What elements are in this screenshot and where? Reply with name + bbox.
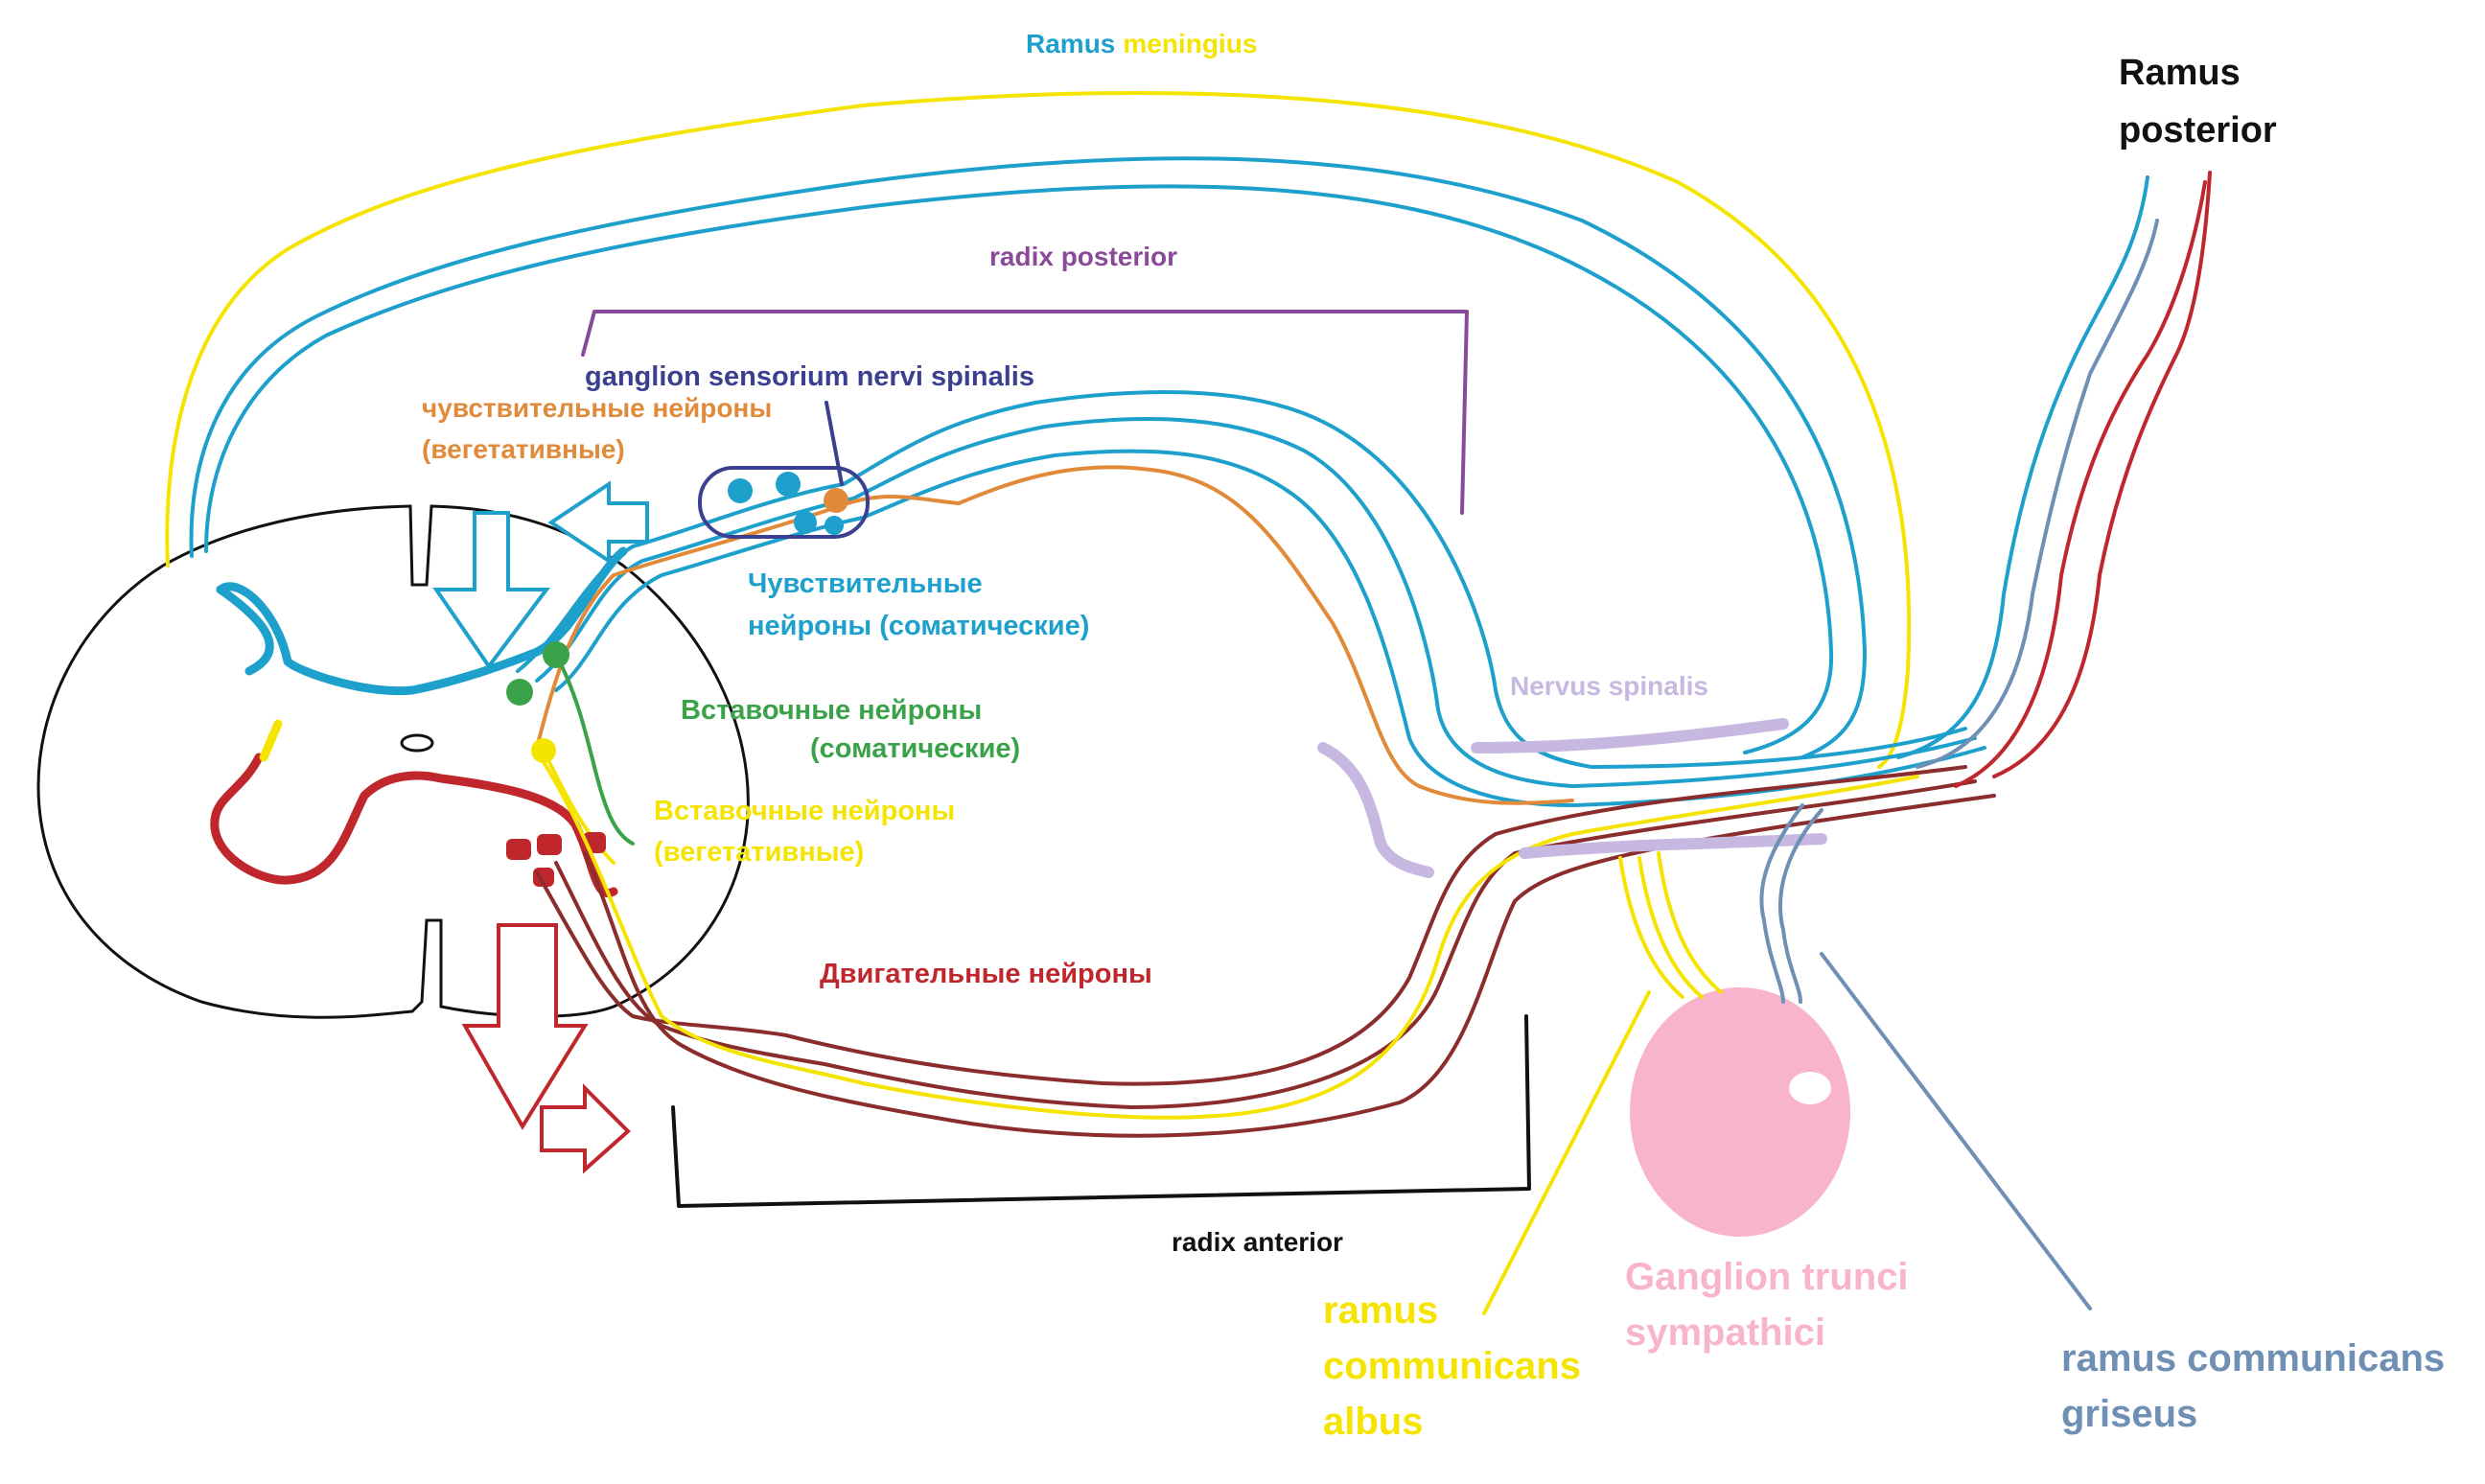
ramus-meningius-fibers [165,91,1912,769]
som-sensory-label-2: нейроны (соматические) [748,611,1089,641]
dorsal-blue-2 [535,417,1977,788]
motor-neuron-2 [537,834,562,855]
radix-posterior-bracket [581,310,1469,515]
lateral-horn-yellow [259,719,283,762]
sensory-neuron-3 [794,511,817,534]
ganglion-sensorium [698,401,870,539]
rcg-fiber-2 [1778,808,1823,1004]
rca-label-2: communicans [1323,1345,1581,1387]
sensory-neuron-2 [776,472,801,497]
direction-arrows [432,480,649,1174]
rcg-pointer [1820,952,2092,1310]
dorsal-root-fibers [516,389,1986,807]
ganglion-trunci-label-1: Ganglion trunci [1625,1256,1909,1298]
ramus-post-greyblue [1916,219,2159,769]
ganglion-highlight [1789,1072,1831,1104]
rca-fiber-2 [1637,856,1704,999]
ganglion-sensorium-label: ganglion sensorium nervi spinalis [585,361,1034,392]
arrow-left-icon [547,480,649,565]
posterior-horn-outline-left [216,585,274,676]
veg-inter-label-2: (вегетативные) [654,837,864,868]
sensory-neuron-1 [728,478,753,503]
ventral-red-3 [583,794,1996,1138]
rca-pointer [1482,990,1651,1315]
ramus-posterior-fibers [1896,171,2212,788]
sensory-neuron-4 [824,516,844,535]
posterior-horn-outline [216,546,628,696]
sensory-neuron-orange [824,488,848,513]
ventral-red-2 [554,779,1977,1109]
ramus-posterior-label-1: Ramus [2119,53,2241,93]
som-inter-label-1: Вставочные нейроны [681,695,982,726]
rcg-label-2: griseus [2061,1393,2197,1435]
radix-anterior-bracket [671,1014,1531,1208]
som-sensory-label-1: Чувствительные [748,568,983,599]
dorsal-orange [535,465,1574,805]
spinal-cord [36,504,750,1019]
ganglion-pointer [824,401,844,486]
anterior-horn-outline [210,753,618,897]
meningius-yellow [165,91,1912,769]
arrow-right-red-icon [540,1083,631,1174]
ventral-root-fibers [535,760,1996,1138]
veg-sensory-label-1: чувствительные нейроны [422,393,772,423]
green-fibers [554,653,635,846]
veg-inter-label-1: Вставочные нейроны [654,796,955,826]
meningius-blue-1 [189,156,1867,759]
arrow-down-red-icon [461,923,589,1130]
rca-label-3: albus [1323,1401,1423,1443]
motor-neurons-label: Двигательные нейроны [820,959,1152,989]
yellow-fibers [542,749,615,865]
dorsal-blue-1 [516,389,1967,769]
interneurons [506,641,635,887]
nervus-spinalis-band-1 [1317,742,1434,878]
green-neuron-2 [506,679,533,706]
nervus-spinalis-band-3 [1519,833,1827,859]
rca-fiber-3 [1657,851,1723,994]
rcg-fiber-1 [1759,803,1804,1004]
meningius-blue-2 [204,184,1834,754]
radix-posterior-label: radix posterior [989,242,1177,271]
dorsal-blue-3 [554,449,1986,807]
ramus-post-red-1 [1954,180,2207,788]
spinal-cord-outline [36,504,750,1019]
ganglion-trunci-label-2: sympathici [1625,1311,1825,1354]
som-inter-label-2: (соматические) [810,733,1020,764]
ramus-post-red-2 [1992,171,2212,778]
rca-fiber-1 [1618,856,1684,999]
ramus-post-blue-1 [1896,175,2149,759]
veg-sensory-label-2: (вегетативные) [422,434,625,464]
nervus-spinalis [1317,718,1827,878]
nervus-spinalis-label: Nervus spinalis [1510,671,1708,701]
ganglion-sensorium-outline [698,466,870,539]
rcg-label-1: ramus communicans [2061,1337,2445,1380]
rca-label-1: ramus [1323,1289,1438,1332]
radix-anterior-label: radix anterior [1172,1227,1343,1257]
ramus-posterior-label-2: posterior [2119,110,2277,151]
ventral-yellow [542,760,1919,1120]
ganglion-trunci-sympathici [1630,987,1850,1237]
motor-neuron-1 [506,839,531,860]
central-canal [400,733,434,753]
nervus-spinalis-band-2 [1471,718,1789,754]
arrow-down-blue-icon [432,511,550,670]
rami-communicantes [1482,803,2092,1315]
